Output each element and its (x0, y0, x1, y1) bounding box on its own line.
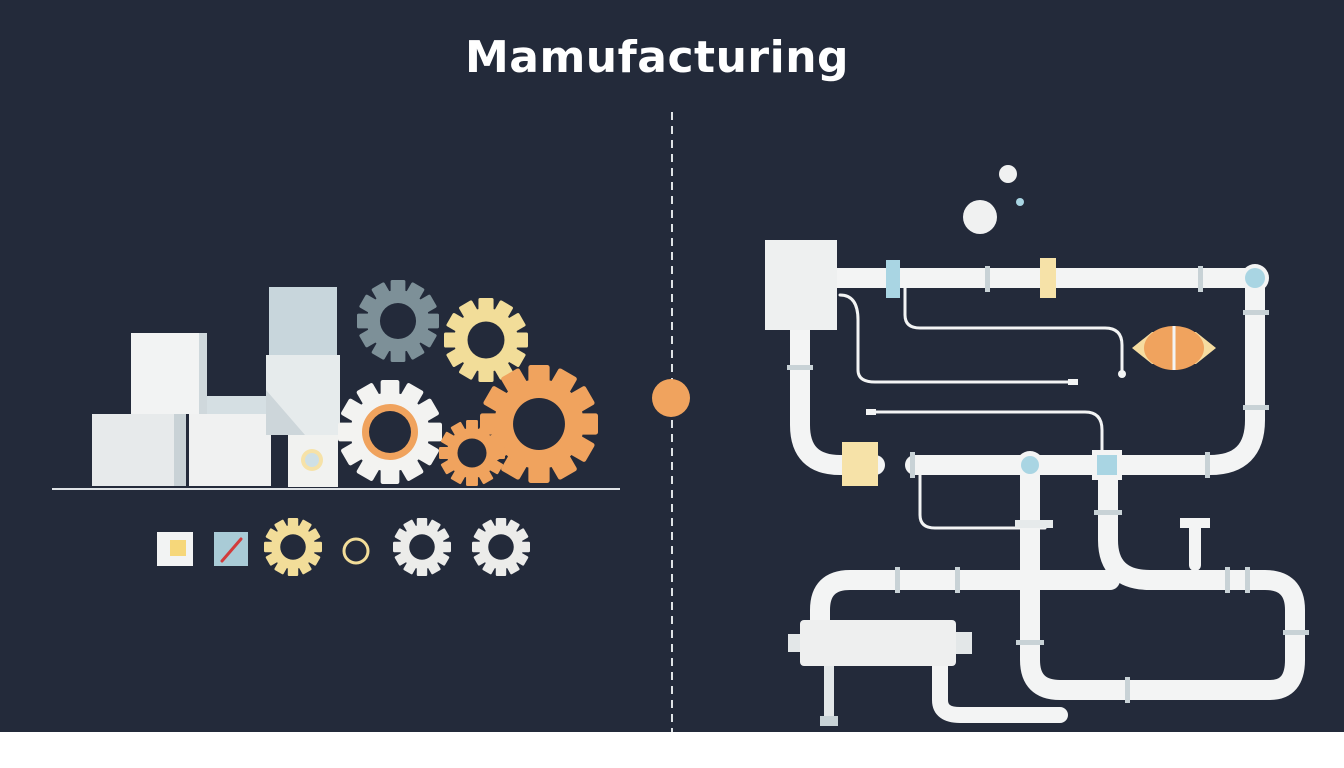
tool-row (157, 518, 530, 576)
tank (788, 620, 972, 726)
pencil-icon (214, 532, 248, 566)
block (266, 390, 305, 435)
divider-dot (652, 379, 690, 417)
control-box (765, 240, 837, 330)
block (269, 287, 337, 355)
block (92, 414, 174, 486)
gear-icon (444, 298, 528, 382)
bottom-strip (0, 732, 1344, 768)
block (207, 396, 277, 414)
bubbles (963, 165, 1024, 234)
block (189, 414, 271, 486)
ring-icon (342, 537, 370, 565)
gear-icon (264, 518, 322, 576)
gears-group (338, 280, 598, 486)
blocks-group (92, 287, 340, 487)
valve-yellow (842, 442, 878, 486)
pipe-couplings (787, 266, 1309, 703)
gear-icon (357, 280, 439, 362)
block (131, 333, 199, 414)
block (199, 333, 207, 414)
gear-icon (472, 518, 530, 576)
manufacturing-illustration (52, 112, 1309, 732)
valve-yellow (1040, 258, 1056, 298)
square-icon (157, 532, 193, 566)
illustration-canvas: Mamufacturing (0, 0, 1344, 732)
block (174, 414, 186, 486)
valve-blue (886, 260, 900, 298)
gear-icon (393, 518, 451, 576)
pipe-cap (1180, 518, 1210, 528)
wire-ends (866, 370, 1126, 415)
lens-valve (1132, 326, 1216, 370)
page-title: Mamufacturing (464, 32, 850, 83)
